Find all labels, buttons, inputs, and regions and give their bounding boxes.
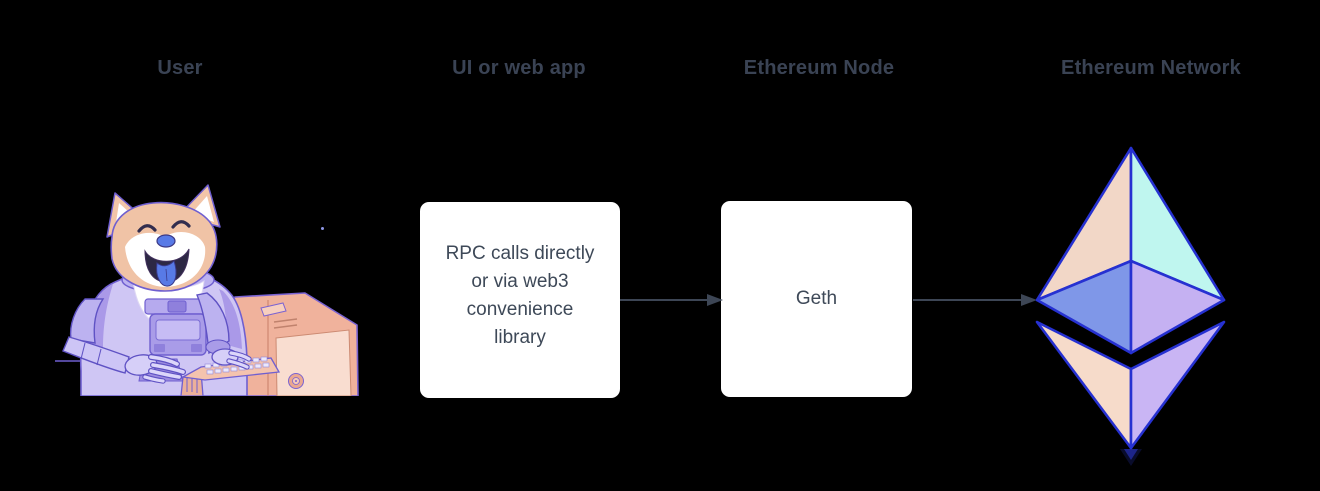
doge-nose [156,234,176,248]
keyboard-icon [180,356,281,396]
ethereum-node-box-text: Geth [795,288,838,309]
doge-head [106,184,221,292]
logo-reflection [1124,449,1138,460]
doge-user-illustration [55,184,359,396]
arrow-node-to-network-icon [913,294,1037,306]
ethereum-logo-icon [1035,146,1226,466]
ui-web-app-box-text: RPC calls directly or via web3 convenien… [445,243,595,348]
ethereum-node-box: Geth [721,201,912,397]
closed-eye-left [137,224,157,233]
column-label-user: User [157,57,203,79]
column-label-ui-or-web-app: UI or web app [452,57,586,79]
stray-dot [321,227,324,230]
column-label-ethereum-network: Ethereum Network [1061,57,1241,79]
ui-web-app-box: RPC calls directly or via web3 convenien… [420,202,620,398]
column-label-ethereum-node: Ethereum Node [743,57,895,79]
doge-left-robotic-arm [62,298,130,374]
doge-hands [124,348,252,384]
arrow-ui-to-node-icon [620,294,723,306]
closed-eye-right [171,220,191,229]
